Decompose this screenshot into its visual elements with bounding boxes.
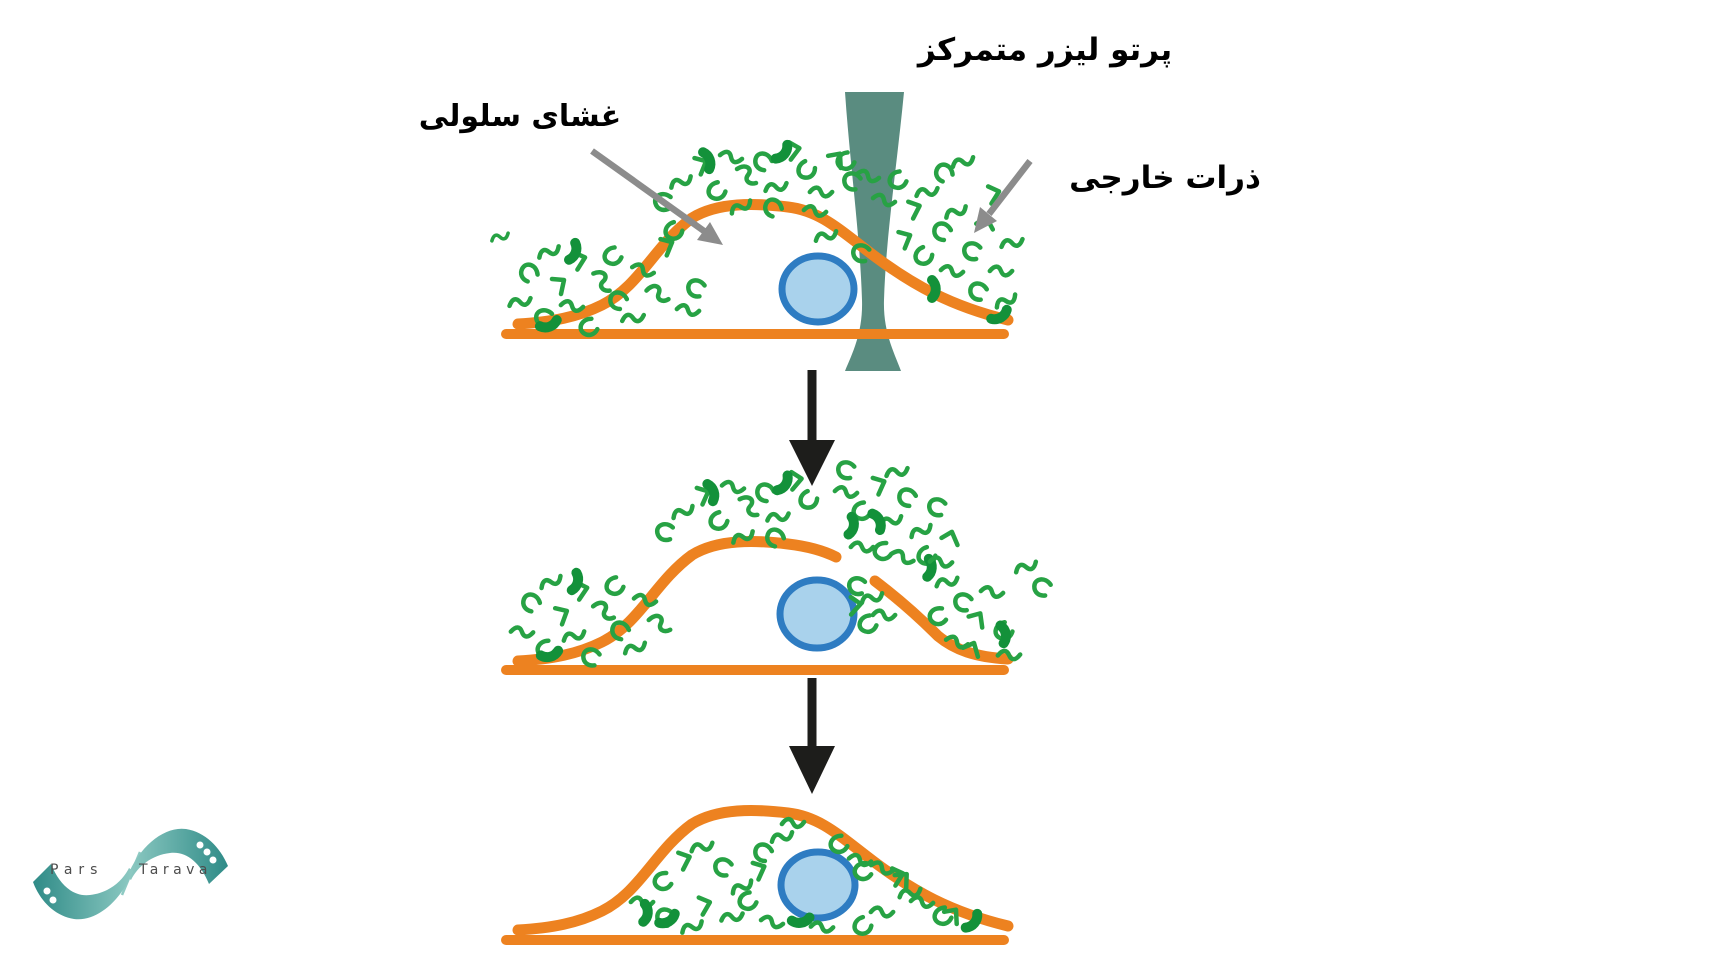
logo-text-tarava: Tarava xyxy=(139,862,213,878)
laser-beam-label: پرتو لیزر متمرکز xyxy=(917,32,1173,68)
particles-pointer-arrow xyxy=(974,159,1033,233)
cell-stage-3 xyxy=(501,805,1014,945)
cell-stage-1 xyxy=(488,142,1024,338)
foreign-particles-label: ذرات خارجی xyxy=(1069,160,1261,196)
cell3-nucleus xyxy=(777,848,859,922)
pars-tarava-logo xyxy=(33,828,228,920)
cell2-membrane-right xyxy=(869,575,1014,665)
logo-text-pars: Pars xyxy=(50,862,104,878)
step-arrow-2 xyxy=(789,678,835,794)
cell2-membrane-left xyxy=(512,536,842,667)
logo-wave-upper xyxy=(127,828,228,884)
cell-membrane-label: غشای سلولی xyxy=(418,99,622,134)
cell2-particles-left xyxy=(511,573,671,668)
step-arrow-1 xyxy=(789,370,835,486)
cell1-membrane xyxy=(512,199,1014,330)
logo-wave-lower xyxy=(33,864,133,920)
cell2-particles-top xyxy=(655,472,819,548)
membrane-pointer-arrow xyxy=(590,148,723,245)
cell1-nucleus xyxy=(778,252,858,326)
laser-beam xyxy=(845,92,904,371)
cell-stage-2 xyxy=(501,460,1052,675)
cell2-nucleus xyxy=(776,576,858,652)
